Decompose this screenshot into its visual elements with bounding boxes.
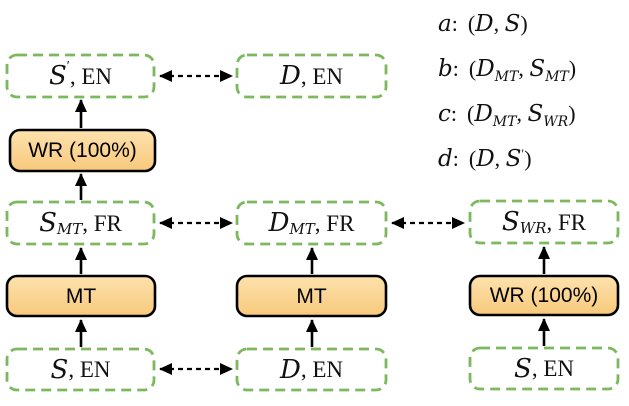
- dashed-box-s-mt-fr: [5, 200, 156, 246]
- math-symbol: D: [475, 11, 494, 37]
- subscript: MT: [56, 219, 83, 238]
- math-symbol: S: [505, 146, 522, 172]
- process-label-wr-left: WR (100%): [10, 130, 155, 171]
- legend-key: a: [438, 11, 452, 37]
- math-symbol: D: [476, 56, 495, 82]
- dashed-box-d-en-bottom: [235, 347, 388, 392]
- process-label-mt-mid: MT: [237, 276, 386, 316]
- dashed-box-s-en-bottom-left: [5, 347, 156, 392]
- dashed-box-s-prime-en: [5, 53, 156, 99]
- legend-comma: ,: [494, 146, 506, 171]
- process-box-mt-mid: [235, 274, 388, 318]
- language-tag: , EN: [68, 357, 111, 382]
- process-label-mt-left: MT: [7, 276, 155, 316]
- legend-item-a: a: (D, S): [438, 8, 576, 40]
- language-tag: , EN: [531, 356, 574, 381]
- math-symbol: S: [501, 207, 520, 237]
- math-symbol: D: [476, 146, 495, 172]
- paren-open: (: [467, 101, 475, 126]
- prime-mark: ′: [521, 146, 525, 161]
- label-d-en-top: D, EN: [237, 55, 386, 97]
- math-symbol: D: [474, 101, 493, 127]
- legend-comma: ,: [518, 56, 530, 81]
- subscript: MT: [492, 114, 517, 130]
- paren-open: (: [467, 11, 476, 36]
- paren-close: ): [568, 101, 576, 126]
- subscript: MT: [289, 219, 315, 238]
- math-symbol: D: [279, 61, 301, 91]
- process-box-wr-left: [8, 128, 157, 173]
- language-tag: , EN: [300, 357, 344, 382]
- process-text: WR (100%): [489, 284, 599, 307]
- legend-key: d: [438, 146, 453, 172]
- label-s-prime-en: S′, EN: [7, 55, 154, 97]
- process-box-mt-left: [5, 274, 157, 318]
- paren-open: (: [468, 146, 477, 171]
- math-symbol: S: [39, 208, 57, 238]
- math-symbol: S: [527, 101, 544, 127]
- legend-colon: :: [452, 56, 459, 81]
- math-symbol: S: [504, 11, 521, 37]
- prime-mark: ′: [66, 59, 70, 74]
- subscript: WR: [543, 114, 569, 130]
- legend-key: b: [438, 56, 453, 82]
- legend-colon: :: [452, 146, 459, 171]
- math-symbol: S: [514, 353, 532, 384]
- legend-colon: :: [451, 11, 458, 36]
- legend-comma: ,: [493, 11, 505, 36]
- paren-close: ): [568, 56, 577, 81]
- label-d-en-bottom: D, EN: [237, 349, 386, 390]
- dashed-box-d-en-top: [235, 53, 388, 99]
- legend-colon: :: [450, 101, 458, 126]
- label-s-en-bottom-right: S, EN: [470, 348, 618, 389]
- language-tag: , EN: [69, 63, 113, 89]
- dashed-box-d-mt-fr: [235, 200, 388, 246]
- paren-close: ): [520, 11, 528, 36]
- legend-comma: ,: [516, 101, 528, 126]
- process-text: MT: [296, 284, 327, 308]
- legend-item-d: d: (D, S′): [438, 143, 576, 175]
- paren-open: (: [468, 56, 477, 81]
- math-symbol: S: [529, 56, 546, 82]
- language-tag: , FR: [314, 210, 355, 236]
- math-symbol: S: [48, 61, 67, 91]
- math-symbol: D: [279, 354, 301, 385]
- process-text: WR (100%): [28, 139, 137, 162]
- math-symbol: D: [268, 208, 290, 238]
- process-text: MT: [65, 284, 97, 308]
- language-tag: , EN: [300, 63, 344, 89]
- subscript: MT: [545, 69, 569, 85]
- legend-key: c: [438, 101, 451, 127]
- process-box-wr-right: [468, 274, 620, 317]
- process-label-wr-right: WR (100%): [470, 276, 618, 315]
- language-tag: , FR: [546, 209, 587, 235]
- label-s-en-bottom-left: S, EN: [7, 349, 154, 390]
- math-symbol: S: [50, 354, 69, 385]
- subscript: WR: [519, 218, 547, 237]
- dashed-box-s-wr-fr: [468, 199, 620, 245]
- dashed-box-s-en-bottom-right: [468, 346, 620, 391]
- subscript: MT: [494, 69, 519, 85]
- paren-close: ): [524, 146, 532, 171]
- language-tag: , FR: [82, 210, 122, 236]
